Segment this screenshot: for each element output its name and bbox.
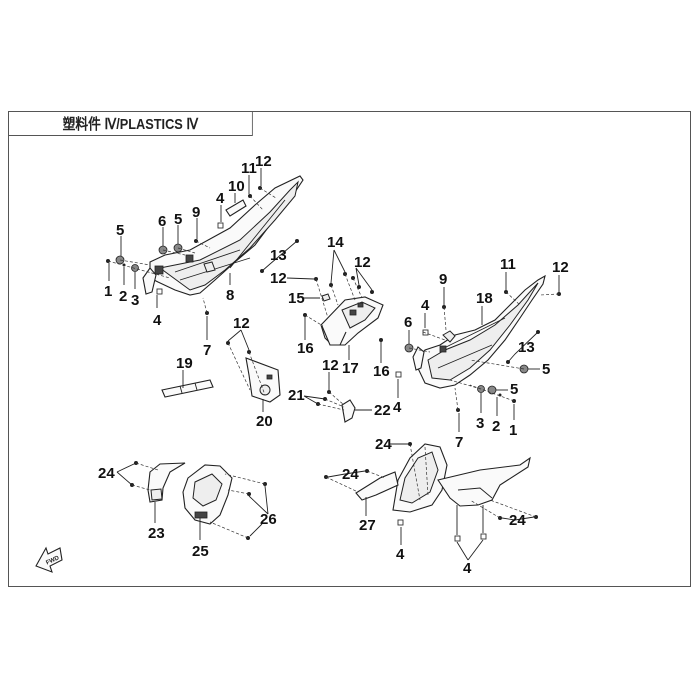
callout-1r: 1: [509, 422, 517, 439]
callout-8: 8: [226, 287, 234, 304]
callout-12: 12: [354, 254, 371, 271]
callout-16b: 16: [373, 363, 390, 380]
washer-2r: [498, 393, 502, 397]
screw-12a: [357, 285, 361, 289]
nut-5r2: [487, 385, 497, 395]
callout-13r: 13: [518, 339, 535, 356]
callout-3: 3: [131, 292, 139, 309]
right-cover-leaders: [397, 272, 560, 432]
callout-2: 2: [119, 288, 127, 305]
diagram-title-box: 塑料件 Ⅳ/PLASTICS Ⅳ: [8, 111, 253, 136]
bracket-labels: 14 12 12 15 16 17 16: [270, 234, 390, 380]
callout-20: 20: [256, 413, 273, 430]
bolt-16b: [379, 338, 383, 342]
clip-4b: [156, 288, 163, 295]
callout-12r: 12: [552, 259, 569, 276]
part-cover-25: 26 25: [182, 464, 277, 560]
part-rear-fender: [355, 443, 531, 513]
part-bracket-22: 12 21 22: [288, 357, 391, 423]
part-strap-19: 19: [161, 355, 214, 398]
right-cover-fasteners: [395, 290, 561, 412]
callout-13: 13: [270, 247, 287, 264]
collar-3: [131, 264, 139, 272]
callout-17: 17: [342, 360, 359, 377]
left-cover-fasteners: [106, 186, 299, 315]
callout-22: 22: [374, 402, 391, 419]
screw-12b: [370, 290, 374, 294]
clip-4r: [422, 329, 429, 336]
part-left-side-cover: [142, 175, 304, 296]
callout-5b: 5: [116, 222, 124, 239]
callout-4b: 4: [153, 312, 162, 329]
callout-7: 7: [203, 342, 211, 359]
callout-24d: 24: [509, 512, 526, 529]
callout-12: 12: [255, 153, 272, 170]
callout-4g: 4: [463, 560, 472, 577]
fender-labels: 24 24 27 4 24 4: [342, 436, 526, 577]
callout-15: 15: [288, 290, 305, 307]
clip-15: [321, 293, 331, 302]
right-cover-labels: 11 12 9 4 18 6 13 5 5 3 2 1 4 7: [393, 256, 569, 451]
callout-16: 16: [297, 340, 314, 357]
callout-25: 25: [192, 543, 209, 560]
fwd-arrow-icon: FWD: [35, 546, 63, 573]
callout-9: 9: [192, 204, 200, 221]
callout-2r: 2: [492, 418, 500, 435]
callout-3r: 3: [476, 415, 484, 432]
callout-24a: 24: [98, 465, 115, 482]
callout-10: 10: [228, 178, 245, 195]
callout-4: 4: [216, 190, 225, 207]
callout-11r: 11: [500, 256, 516, 273]
fwd-label: FWD: [45, 555, 61, 566]
diagram-frame: [8, 111, 691, 587]
fender-leaders: [327, 443, 535, 561]
callout-9r: 9: [439, 271, 447, 288]
callout-21: 21: [288, 387, 305, 404]
callout-12s: 12: [233, 315, 250, 332]
part-bracket-20: 12 20: [226, 315, 281, 430]
callout-14: 14: [327, 234, 344, 251]
callout-18: 18: [476, 290, 493, 307]
left-cover-leaders: [108, 168, 298, 340]
pad-10: [225, 199, 247, 217]
callout-6r: 6: [404, 314, 412, 331]
callout-4r2: 4: [393, 399, 402, 416]
callout-6: 6: [158, 213, 166, 230]
callout-5r: 5: [542, 361, 550, 378]
clip-4: [217, 222, 224, 229]
callout-11: 11: [241, 160, 257, 177]
callout-26: 26: [260, 511, 277, 528]
bracket-leaders: [286, 249, 382, 363]
part-center-bracket: [303, 272, 384, 346]
callout-19: 19: [176, 355, 193, 372]
callout-23: 23: [148, 525, 165, 542]
left-cover-labels: 12 11 10 4 9 5 6 5 1 2 3 4 8 13 7: [104, 153, 287, 359]
callout-12b: 12: [270, 270, 287, 287]
callout-1: 1: [104, 283, 112, 300]
callout-5r2: 5: [510, 381, 518, 398]
diagram-title: 塑料件 Ⅳ/PLASTICS Ⅳ: [62, 116, 199, 133]
callout-4f: 4: [396, 546, 405, 563]
fender-fasteners: [324, 442, 538, 542]
part-bracket-23: 24 23: [98, 461, 186, 542]
callout-5: 5: [174, 211, 182, 228]
callout-24b: 24: [375, 436, 392, 453]
callout-7r: 7: [455, 434, 463, 451]
callout-24c: 24: [342, 466, 359, 483]
callout-4r: 4: [421, 297, 430, 314]
clip-4r2: [395, 371, 402, 378]
callout-27: 27: [359, 517, 376, 534]
callout-12t: 12: [322, 357, 339, 374]
